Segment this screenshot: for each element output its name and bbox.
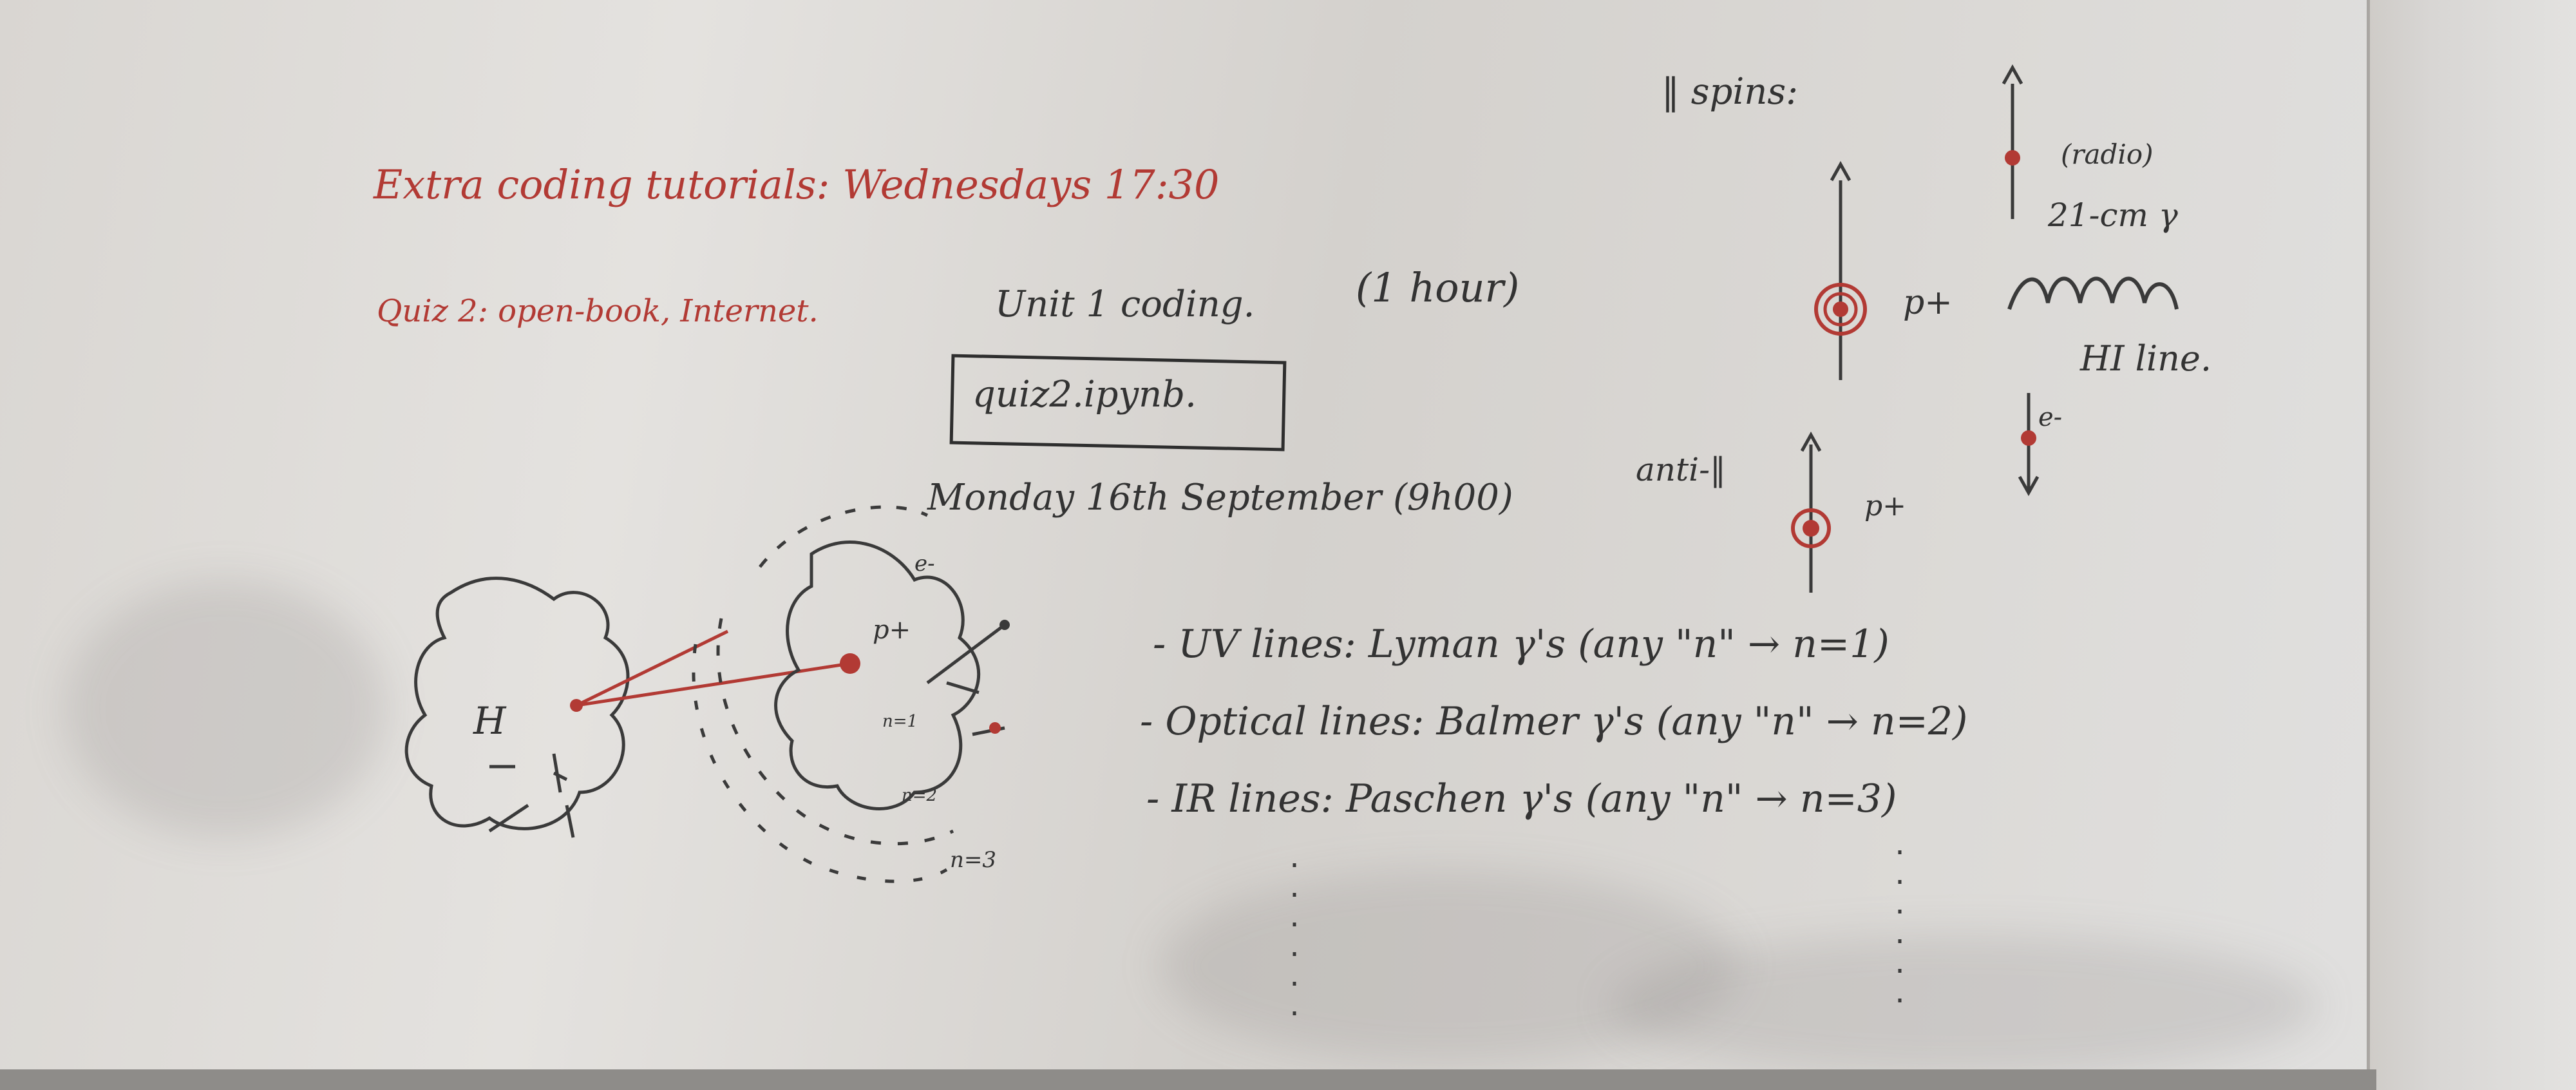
- proton-spin-anti: [1791, 508, 1831, 548]
- smudge: [64, 580, 386, 837]
- tutorials-note: Extra coding tutorials: Wednesdays 17:30: [374, 161, 1220, 208]
- quiz-unit: Unit 1 coding.: [995, 283, 1255, 325]
- wall-right: [2370, 0, 2576, 1090]
- electron-label: e-: [2038, 403, 2063, 432]
- proton-label: p+: [1903, 283, 1953, 322]
- proton-dot: [840, 653, 860, 674]
- atom-n1-label: n=1: [882, 712, 918, 731]
- marker-tray: [0, 1069, 2376, 1090]
- ir-lines: - IR lines: Paschen γ's (any "n" → n=3): [1146, 776, 1897, 821]
- smudge: [1159, 870, 1739, 1063]
- optical-lines: - Optical lines: Balmer γ's (any "n" → n…: [1140, 699, 1968, 744]
- photon-wave: [2007, 276, 2179, 310]
- smudge: [1610, 934, 2318, 1076]
- radio-label: (radio): [2061, 139, 2154, 170]
- uv-lines: - UV lines: Lyman γ's (any "n" → n=1): [1153, 622, 1889, 667]
- quiz-duration: (1 hour): [1356, 264, 1520, 311]
- hi-line: HI line.: [2080, 338, 2212, 379]
- proton-label-2: p+: [1864, 490, 1907, 522]
- parallel-spins: ‖ spins:: [1662, 71, 1798, 113]
- atom-p-label: p+: [873, 615, 911, 645]
- anti-parallel: anti-‖: [1636, 451, 1726, 488]
- quiz-date: Monday 16th September (9h00): [927, 477, 1513, 519]
- quiz-note: Quiz 2: open-book, Internet.: [377, 293, 819, 329]
- atom-h-label: H: [473, 699, 506, 743]
- atom-n3-label: n=3: [950, 847, 997, 873]
- atom-e-label: e-: [914, 551, 935, 577]
- h-cloud: [404, 577, 630, 830]
- quiz-file: quiz2.ipynb.: [972, 374, 1197, 416]
- proton-spin-up: [1814, 283, 1867, 336]
- atom-cloud: [774, 540, 981, 810]
- gamma-21cm: 21-cm γ: [2048, 196, 2178, 234]
